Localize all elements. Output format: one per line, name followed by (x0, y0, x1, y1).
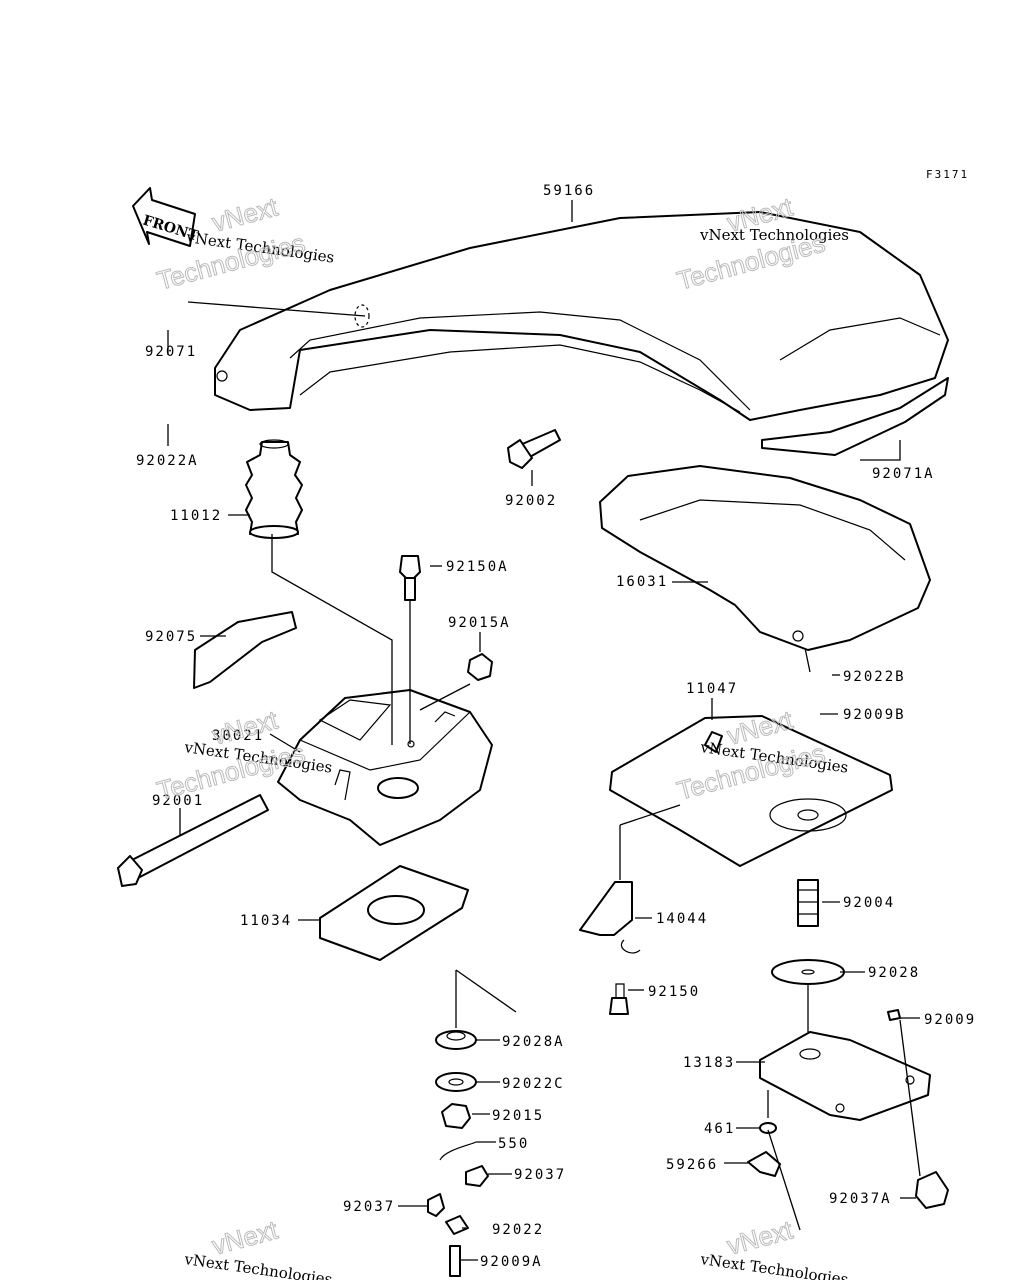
screw-92009 (887, 1009, 901, 1021)
label-92009B: 92009B (843, 707, 906, 723)
washer-92022C (435, 1072, 477, 1092)
label-92071: 92071 (145, 344, 197, 360)
label-92022: 92022 (492, 1222, 544, 1238)
washer-92028 (771, 959, 845, 985)
pin-550 (439, 1141, 477, 1161)
label-11012: 11012 (170, 508, 222, 524)
bracket-30021 (277, 689, 493, 846)
bolt-92002 (507, 429, 561, 469)
label-14044: 14044 (656, 911, 708, 927)
clamp-92037 (465, 1165, 489, 1187)
seat-cover-59166 (214, 211, 949, 456)
bolt-92001 (117, 794, 269, 887)
plate-11047 (609, 715, 893, 867)
label-92150: 92150 (648, 984, 700, 1000)
stud-92004 (797, 879, 819, 927)
washer-92028A (435, 1030, 477, 1050)
label-92022C: 92022C (502, 1076, 565, 1092)
label-11047: 11047 (686, 681, 738, 697)
label-59266: 59266 (666, 1157, 718, 1173)
label-92150A: 92150A (446, 559, 509, 575)
svg-text:vNext: vNext (209, 191, 282, 237)
label-92075: 92075 (145, 629, 197, 645)
label-92022B: 92022B (843, 669, 906, 685)
bolt-92150 (609, 983, 629, 1015)
label-13183: 13183 (683, 1055, 735, 1071)
screw-92009A (449, 1245, 461, 1277)
svg-text:vNext Technologies: vNext Technologies (699, 226, 849, 244)
label-92071A: 92071A (872, 466, 935, 482)
clamp-92037A (915, 1171, 949, 1209)
svg-text:vNext: vNext (209, 1214, 282, 1260)
label-461: 461 (704, 1121, 735, 1137)
plate-11034 (319, 865, 469, 961)
label-92002: 92002 (505, 493, 557, 509)
watermark-bottom-right: vNext vNext Technologies (698, 1214, 849, 1280)
label-92001: 92001 (152, 793, 204, 809)
label-92004: 92004 (843, 895, 895, 911)
label-16031: 16031 (616, 574, 668, 590)
label-92009: 92009 (924, 1012, 976, 1028)
svg-text:vNext Technologies: vNext Technologies (698, 1250, 849, 1280)
clip-14044 (579, 881, 641, 954)
label-92022A: 92022A (136, 453, 199, 469)
part-labels: 59166 92071 92022A 92002 92071A 11012 16… (136, 183, 976, 1270)
bolt-92150A (399, 555, 421, 601)
label-30021: 30021 (212, 728, 264, 744)
bellows-11012 (245, 439, 303, 539)
label-92028: 92028 (868, 965, 920, 981)
pad-92075 (193, 611, 297, 689)
nut-92015 (441, 1103, 471, 1129)
label-92028A: 92028A (502, 1034, 565, 1050)
label-92037-lower: 92037 (343, 1199, 395, 1215)
watermark-bottom-left: vNext vNext Technologies (182, 1214, 333, 1280)
svg-text:vNext Technologies: vNext Technologies (182, 1250, 333, 1280)
clamp-92037-lower (427, 1193, 445, 1217)
plate-13183 (759, 1031, 931, 1121)
label-550: 550 (498, 1136, 529, 1152)
label-59166: 59166 (543, 183, 595, 199)
label-92037: 92037 (514, 1167, 566, 1183)
nut-92015A (467, 653, 493, 681)
figure-code: F3171 (926, 168, 969, 181)
label-92015A: 92015A (448, 615, 511, 631)
leader-lines (167, 200, 921, 1261)
fitting-59266 (747, 1151, 781, 1177)
label-92009A: 92009A (480, 1254, 543, 1270)
side-cover-16031 (599, 465, 931, 651)
clip-92022 (445, 1215, 469, 1235)
label-92037A: 92037A (829, 1191, 892, 1207)
label-11034: 11034 (240, 913, 292, 929)
label-92015: 92015 (492, 1108, 544, 1124)
